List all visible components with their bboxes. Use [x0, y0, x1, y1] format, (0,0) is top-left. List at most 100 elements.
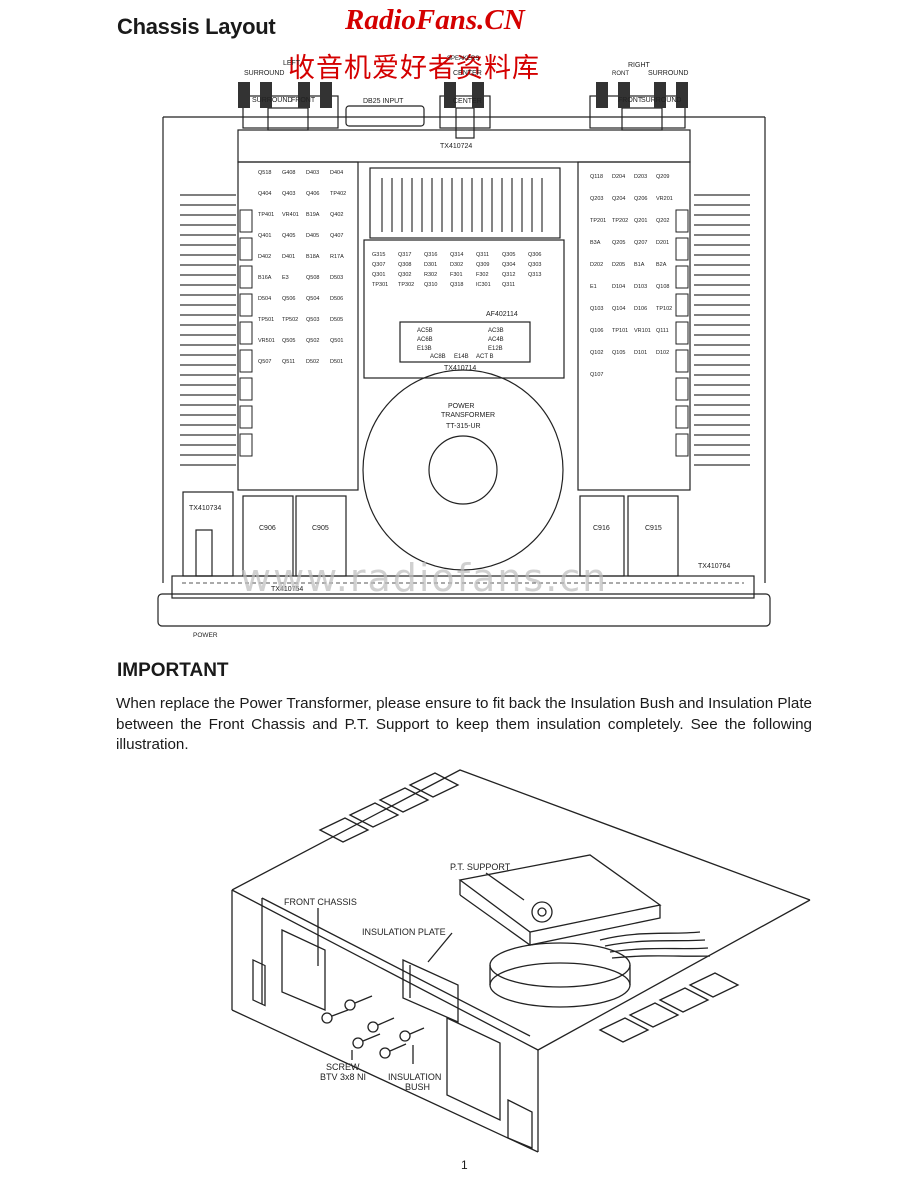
- module-e12b: E12B: [488, 346, 503, 352]
- transformer-line-2: TRANSFORMER: [441, 412, 495, 419]
- part-designator: VR501: [258, 338, 275, 344]
- label-front-right: FRONT: [618, 97, 643, 104]
- part-designator: Q503: [306, 317, 319, 323]
- part-designator: Q502: [306, 338, 319, 344]
- part-designator: Q311: [502, 282, 515, 288]
- part-designator: Q104: [612, 306, 625, 312]
- part-designator: Q310: [424, 282, 437, 288]
- label-board-bottom-right: TX410764: [698, 563, 730, 570]
- label-board-top: TX410724: [440, 143, 472, 150]
- part-designator: TP202: [612, 218, 628, 224]
- part-designator: TP501: [258, 317, 274, 323]
- part-designator: Q204: [612, 196, 625, 202]
- part-designator: B1A: [634, 262, 645, 268]
- important-text: When replace the Power Transformer, plea…: [116, 695, 812, 753]
- part-designator: Q304: [502, 262, 515, 268]
- label-power: POWER: [193, 632, 218, 639]
- part-designator: TP402: [330, 191, 346, 197]
- part-designator: Q407: [330, 233, 343, 239]
- part-designator: Q404: [258, 191, 271, 197]
- module-e14b: E14B: [454, 354, 469, 360]
- part-designator: D106: [634, 306, 647, 312]
- label-board-bottom: TX410754: [271, 586, 303, 593]
- label-bush: BUSH: [405, 1082, 430, 1092]
- part-designator: D301: [424, 262, 437, 268]
- part-designator: B3A: [590, 240, 601, 246]
- part-designator: D504: [258, 296, 271, 302]
- part-designator: D505: [330, 317, 343, 323]
- module-ac4b: AC4B: [488, 337, 504, 343]
- part-designator: B16A: [258, 275, 272, 281]
- module-ac6b: AC6B: [417, 337, 433, 343]
- part-designator: Q107: [590, 372, 603, 378]
- part-designator: B18A: [306, 254, 320, 260]
- page-title: Chassis Layout: [117, 14, 276, 39]
- part-designator: D202: [590, 262, 603, 268]
- part-designator: Q511: [282, 359, 295, 365]
- label-surround-right-inner: SURROUND: [641, 97, 681, 104]
- part-designator: G315: [372, 252, 385, 258]
- part-designator: TP201: [590, 218, 606, 224]
- part-designator: D501: [330, 359, 343, 365]
- label-speakers: SPEAKERS: [447, 56, 479, 62]
- part-designator: D401: [282, 254, 295, 260]
- part-designator: Q205: [612, 240, 625, 246]
- part-designator: Q506: [282, 296, 295, 302]
- label-surround-left-inner: SURROUND: [252, 97, 292, 104]
- part-designator: Q307: [372, 262, 385, 268]
- part-designator: D103: [634, 284, 647, 290]
- part-designator: R17A: [330, 254, 344, 260]
- part-designator: B19A: [306, 212, 320, 218]
- label-center-top: CENTER: [453, 70, 482, 77]
- label-screw-spec: BTV 3x8 NI: [320, 1072, 366, 1082]
- part-designator: D405: [306, 233, 319, 239]
- cap-c916: C916: [593, 525, 610, 532]
- part-designator: Q318: [450, 282, 463, 288]
- label-board-left-bottom: TX410734: [189, 505, 221, 512]
- module-ac3b: AC3B: [488, 328, 504, 334]
- label-pt-support: P.T. SUPPORT: [450, 862, 511, 872]
- label-center: CENTER: [453, 98, 482, 105]
- part-designator: D502: [306, 359, 319, 365]
- part-designator: Q402: [330, 212, 343, 218]
- part-designator: Q206: [634, 196, 647, 202]
- part-designator: E1: [590, 284, 597, 290]
- part-designator: Q209: [656, 174, 669, 180]
- cap-c915: C915: [645, 525, 662, 532]
- watermark-logo: RadioFans.CN: [345, 4, 525, 36]
- part-designator: D201: [656, 240, 669, 246]
- part-designator: Q405: [282, 233, 295, 239]
- part-designator: R302: [424, 272, 437, 278]
- part-designator: Q518: [258, 170, 271, 176]
- part-designator: Q317: [398, 252, 411, 258]
- part-designator: Q401: [258, 233, 271, 239]
- part-designator: Q501: [330, 338, 343, 344]
- part-designator: TP301: [372, 282, 388, 288]
- part-designator: D205: [612, 262, 625, 268]
- part-designator: TP101: [612, 328, 628, 334]
- label-db25: DB25 INPUT: [363, 98, 404, 105]
- part-designator: G408: [282, 170, 295, 176]
- label-screw: SCREW: [326, 1062, 360, 1072]
- part-designator: Q105: [612, 350, 625, 356]
- part-designator: Q303: [528, 262, 541, 268]
- label-left: LEFT: [283, 60, 301, 67]
- part-designator: B2A: [656, 262, 667, 268]
- label-insulation-plate: INSULATION PLATE: [362, 927, 446, 937]
- part-designator: Q202: [656, 218, 669, 224]
- part-designator: Q504: [306, 296, 319, 302]
- part-designator: D101: [634, 350, 647, 356]
- part-designator: Q311: [476, 252, 489, 258]
- part-designator: VR401: [282, 212, 299, 218]
- label-front-r-partial: RONT: [612, 71, 629, 77]
- label-insulation: INSULATION: [388, 1072, 441, 1082]
- label-board-middle: TX410714: [444, 365, 476, 372]
- part-designator: Q111: [656, 328, 669, 334]
- part-designator: VR201: [656, 196, 673, 202]
- part-designator: Q313: [528, 272, 541, 278]
- important-heading: IMPORTANT: [117, 660, 229, 681]
- part-designator: Q308: [398, 262, 411, 268]
- part-designator: D503: [330, 275, 343, 281]
- part-designator: Q203: [590, 196, 603, 202]
